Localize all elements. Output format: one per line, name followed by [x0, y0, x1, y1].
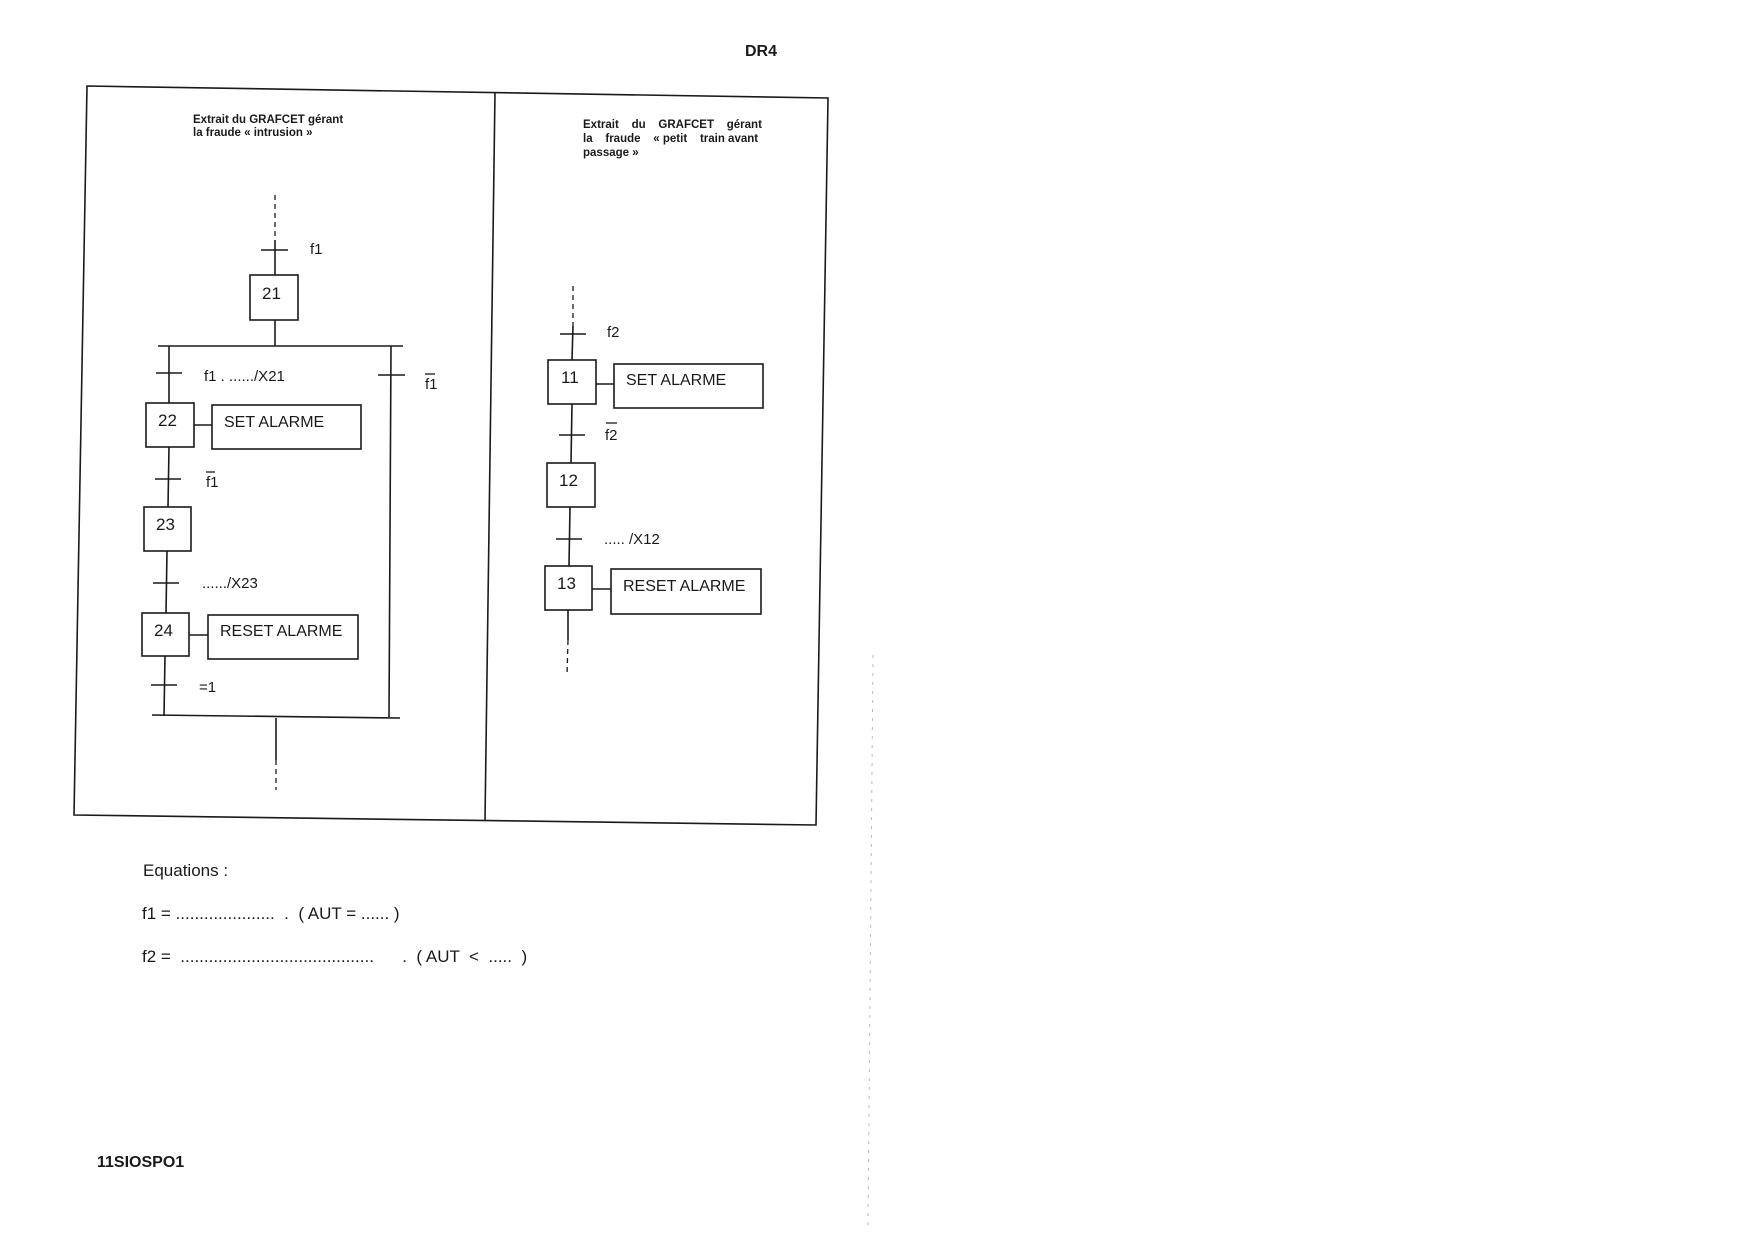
transition-f1-label: f1	[310, 241, 323, 258]
equation-f2: f2 = ...................................…	[142, 947, 527, 966]
step-13	[544, 565, 593, 611]
action-13-label: RESET ALARME	[623, 578, 745, 595]
step-22-number: 22	[158, 411, 177, 430]
step-23	[143, 506, 192, 552]
action-22-label: SET ALARME	[224, 414, 324, 431]
equations-heading: Equations :	[143, 861, 228, 880]
action-11-label: SET ALARME	[626, 372, 726, 389]
link	[571, 325, 574, 361]
branch-link	[388, 345, 392, 718]
action-set-alarme	[211, 404, 362, 450]
step-23-number: 23	[156, 515, 175, 534]
diagram-frame	[73, 85, 829, 826]
outgoing-link-dashed	[566, 639, 569, 677]
step-24-number: 24	[154, 621, 173, 640]
transition-23-24-label: ....../X23	[202, 575, 258, 592]
equation-f1: f1 = ..................... . ( AUT = ...…	[142, 904, 400, 923]
transition-22-23-label: f1	[206, 474, 219, 491]
step-21-number: 21	[262, 284, 281, 303]
step-12-number: 12	[559, 471, 578, 490]
right-title-line-3: passage »	[583, 147, 639, 159]
right-title-line-1: Extrait du GRAFCET gérant	[583, 119, 762, 131]
left-title-line-2: la fraude « intrusion »	[193, 127, 313, 139]
right-title-line-2: la fraude « petit train avant	[583, 133, 758, 145]
action-24-label: RESET ALARME	[220, 623, 342, 640]
step-11-number: 11	[561, 368, 579, 387]
action-reset-alarme	[207, 614, 359, 660]
link	[570, 403, 573, 464]
action-set-alarme	[613, 363, 764, 409]
doc-reference: DR4	[745, 43, 777, 60]
left-title-line-1: Extrait du GRAFCET gérant	[193, 114, 343, 126]
grafcet-intrusion: Extrait du GRAFCET gérant la fraude « in…	[141, 114, 438, 790]
transition-f2-label: f2	[607, 324, 620, 341]
step-13-number: 13	[557, 574, 576, 593]
transition-11-12-label: f2	[605, 427, 618, 444]
convergence-or-line	[151, 714, 401, 719]
frame-divider	[484, 91, 496, 821]
scan-artifact-line	[867, 654, 874, 1226]
link	[165, 550, 168, 614]
step-11	[547, 359, 597, 405]
grafcet-petit-train: Extrait du GRAFCET gérant la fraude « pe…	[544, 119, 764, 677]
transition-24-out-label: =1	[199, 679, 216, 696]
step-12	[546, 462, 596, 508]
transition-not-f1-label: f1	[425, 376, 438, 393]
link	[163, 655, 166, 717]
link	[568, 506, 571, 567]
link	[167, 446, 170, 508]
action-reset-alarme	[610, 568, 762, 615]
transition-12-13-label: ..... /X12	[604, 531, 660, 548]
step-21	[249, 274, 299, 321]
transition-21-22-label: f1 . ....../X21	[204, 368, 285, 385]
document-code: 11SIOSPO1	[97, 1154, 184, 1171]
